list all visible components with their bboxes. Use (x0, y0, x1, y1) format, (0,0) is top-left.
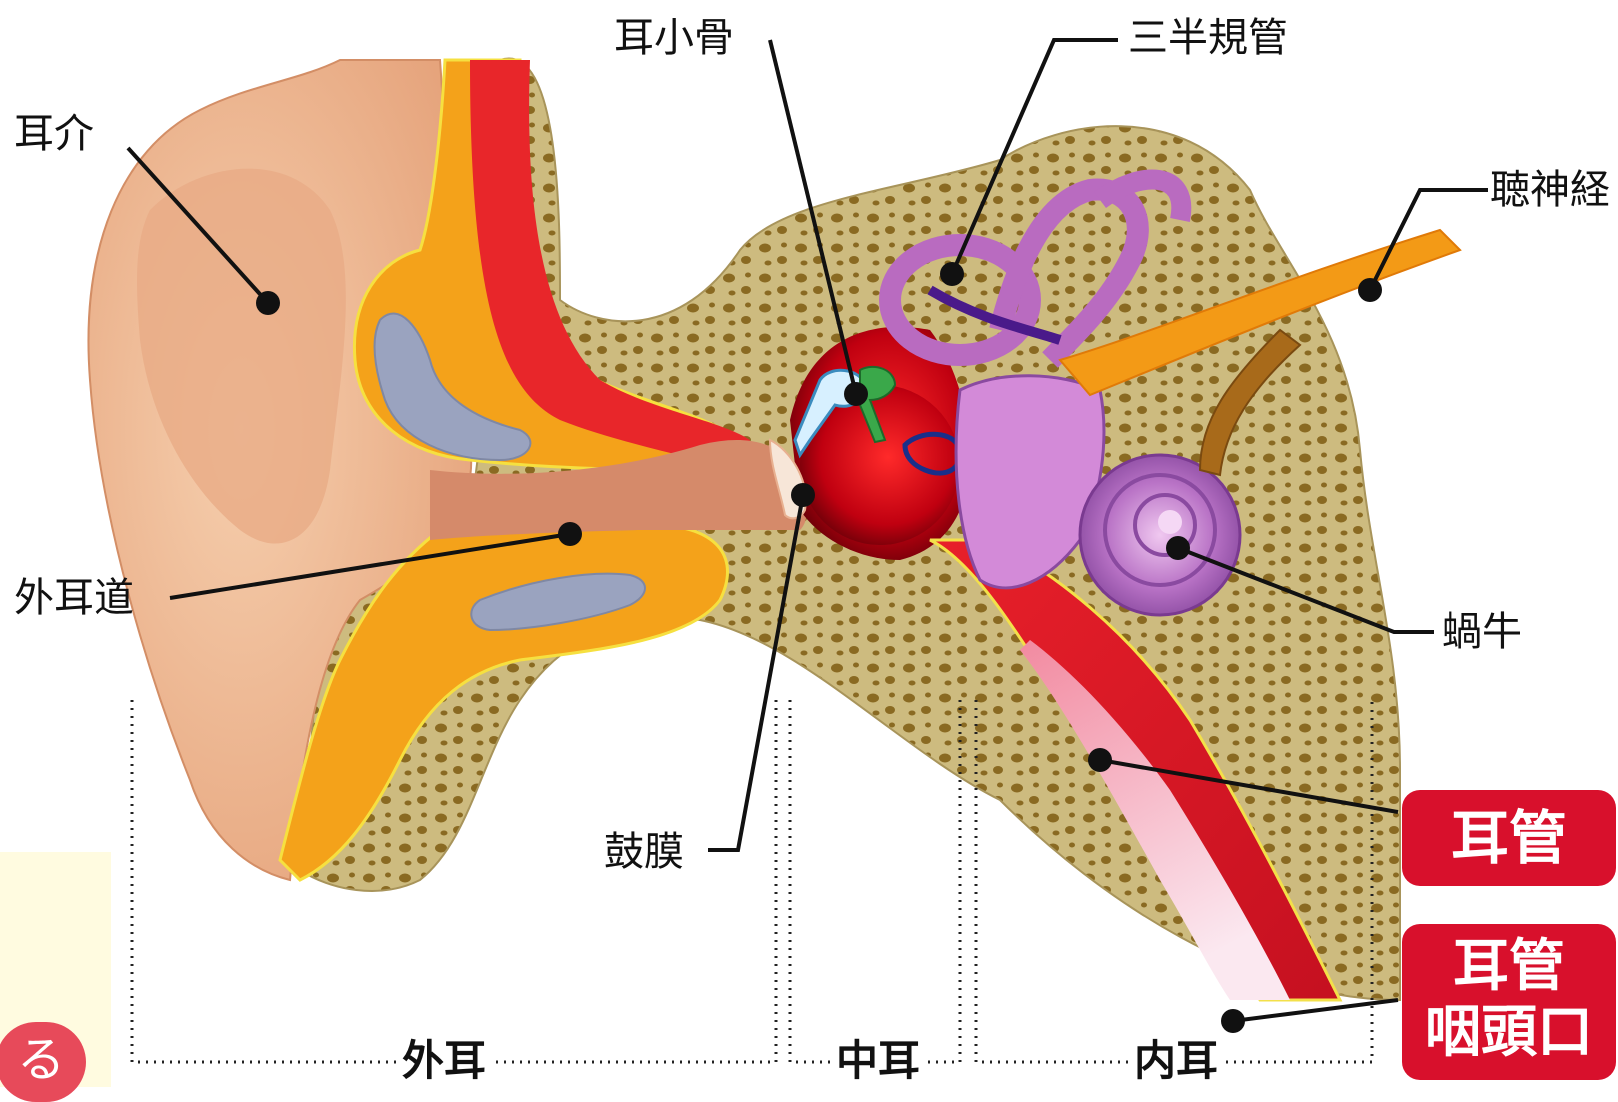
tube-opening-line1: 耳管 (1402, 934, 1616, 1000)
eustachian-tube-badge: 耳管 (1402, 790, 1616, 886)
section-inner-ear: 内耳 (1130, 1040, 1222, 1082)
section-outer-ear: 外耳 (398, 1040, 490, 1082)
cochlea-shape (1080, 455, 1240, 615)
label-auricle: 耳介 (14, 114, 94, 154)
label-cochlea: 蝸牛 (1442, 612, 1522, 652)
tube-opening-line2: 咽頭口 (1402, 1000, 1616, 1066)
label-semicircular-canals: 三半規管 (1128, 18, 1288, 58)
label-eardrum: 鼓膜 (604, 832, 684, 872)
label-auditory-nerve: 聴神経 (1490, 170, 1610, 210)
eustachian-tube-label: 耳管 (1451, 804, 1567, 872)
label-ossicles: 耳小骨 (614, 18, 734, 58)
tube-opening-badge: 耳管 咽頭口 (1402, 924, 1616, 1080)
label-external-canal: 外耳道 (14, 578, 134, 618)
section-middle-ear: 中耳 (832, 1040, 924, 1082)
